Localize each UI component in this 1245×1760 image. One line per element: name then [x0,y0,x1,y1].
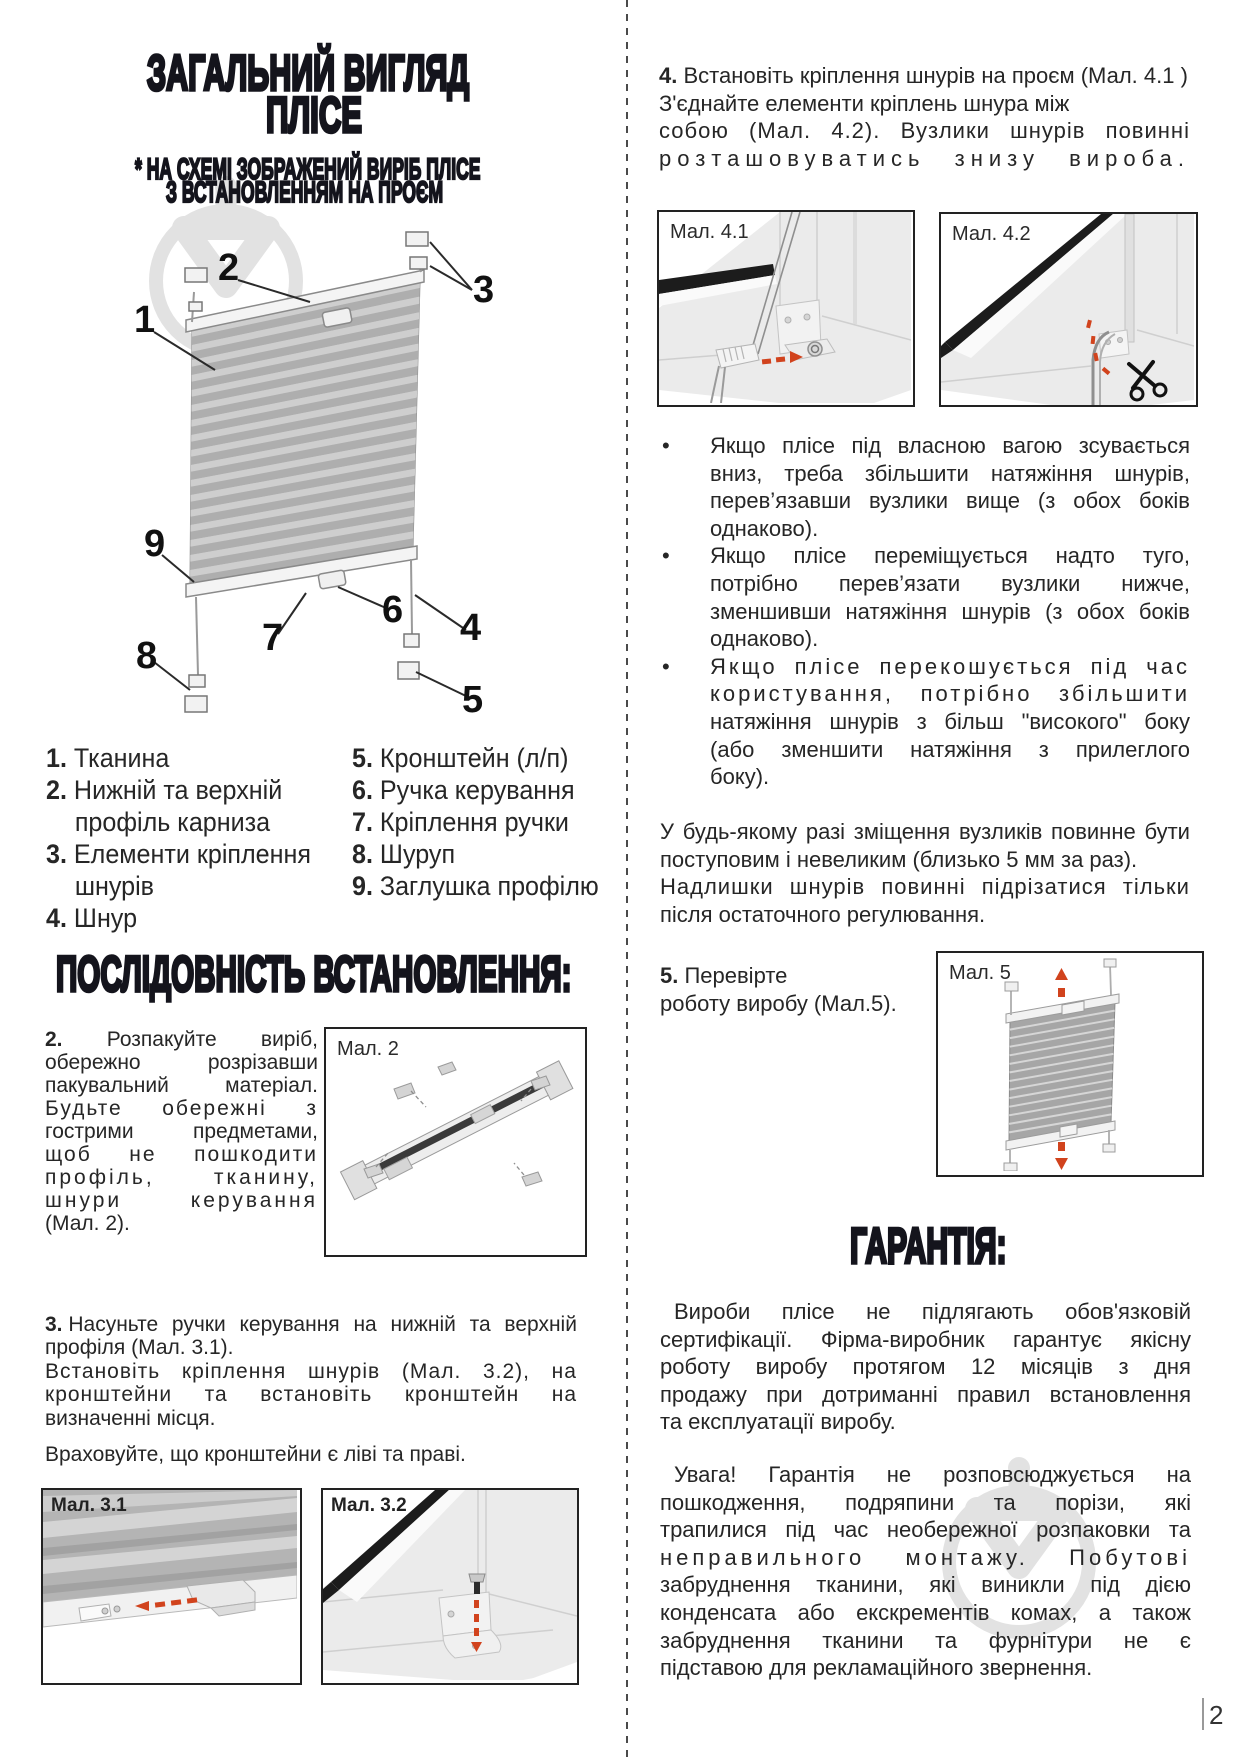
svg-text:2: 2 [218,247,239,289]
svg-text:8: 8 [136,635,157,677]
svg-text:3: 3 [473,269,494,311]
svg-text:9: 9 [144,523,165,565]
svg-text:5: 5 [462,679,483,721]
svg-text:1: 1 [134,299,155,341]
svg-text:7: 7 [262,617,283,659]
svg-text:4: 4 [460,607,481,649]
svg-text:6: 6 [382,589,403,631]
